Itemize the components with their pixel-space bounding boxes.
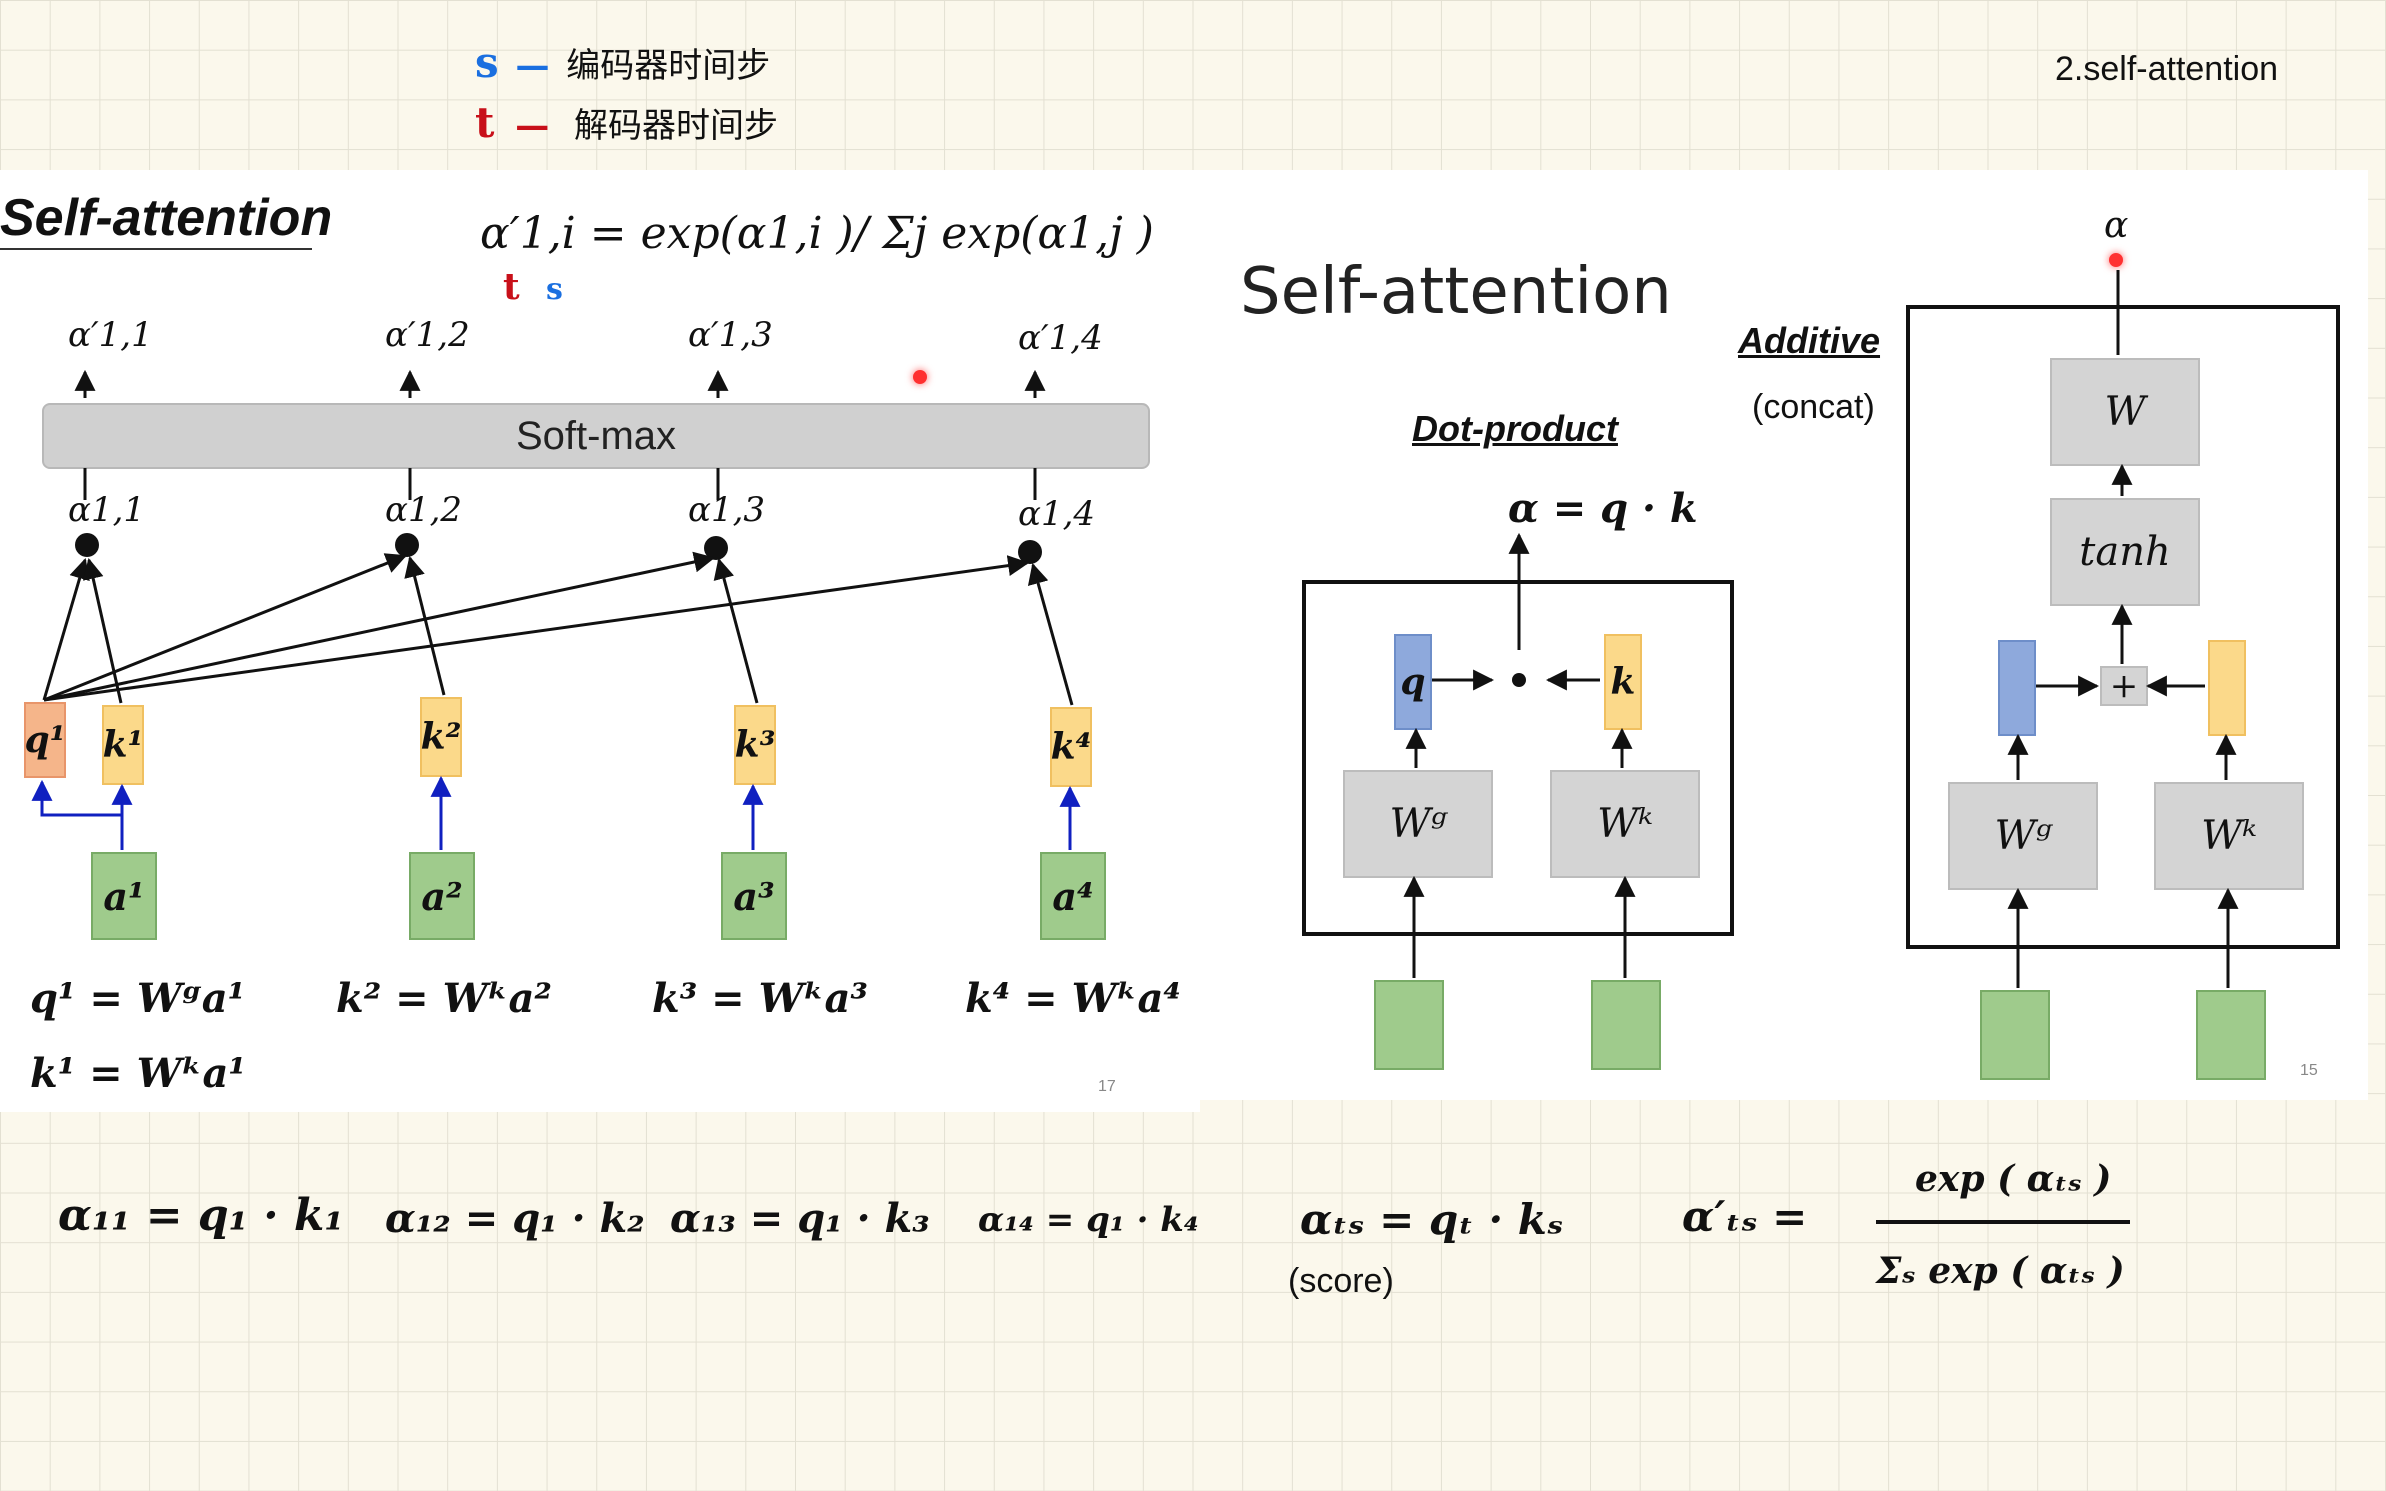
additive-frame: [1906, 305, 2340, 949]
additive-tanh-box: tanh: [2050, 498, 2200, 606]
t-symbol: t: [475, 98, 495, 147]
output-alpha-4: α′1,4: [1018, 318, 1103, 358]
dot-q-box: q: [1394, 634, 1432, 730]
hand-eq-4: α₁₄ = q₁ · k₄: [978, 1200, 1199, 1240]
input-arrows: [31, 775, 1081, 850]
t-dash: —: [515, 106, 550, 146]
formula-t-marker: t: [503, 266, 520, 308]
dot-product-arrows: [1403, 532, 1636, 978]
cursor-dot-2: [2109, 253, 2123, 267]
score-label: (score): [1288, 1262, 1394, 1300]
additive-k-box: [2208, 640, 2246, 736]
score-alpha-2: α1,2: [385, 490, 463, 530]
additive-plus-box: +: [2100, 666, 2148, 706]
section-label: 2.self-attention: [2055, 50, 2279, 88]
a1-box: a¹: [91, 852, 157, 940]
hand-eq-5: αₜₛ = qₜ · kₛ: [1300, 1195, 1564, 1244]
hand-eq-3: α₁₃ = q₁ · k₃: [670, 1195, 930, 1242]
additive-input-1-box: [1980, 990, 2050, 1080]
legend-encoder: s — 编码器时间步: [475, 38, 770, 87]
dot-input-2-box: [1591, 980, 1661, 1070]
dot-formula: α = q · k: [1508, 485, 1698, 532]
dot-input-1-box: [1374, 980, 1444, 1070]
a3-box: a³: [721, 852, 787, 940]
k4-box: k⁴: [1050, 707, 1092, 787]
hand-eq-6-denominator: Σₛ exp ( αₜₛ ): [1876, 1250, 2125, 1292]
legend-decoder: t — 解码器时间步: [475, 98, 778, 147]
dot-product-label: Dot-product: [1412, 408, 1618, 449]
s-dash: —: [515, 46, 550, 86]
k1-box: k¹: [102, 705, 144, 785]
right-slide-title: Self-attention: [1240, 255, 1672, 329]
left-slide-title: Self-attention: [0, 189, 333, 247]
decoder-timestep-text: 解码器时间步: [574, 106, 779, 146]
concat-label: (concat): [1752, 388, 1875, 426]
score-alpha-1: α1,1: [68, 490, 146, 530]
dot-product-node: [1512, 673, 1526, 687]
q1-box: q¹: [24, 702, 66, 778]
hand-eq-6-numerator: exp ( αₜₛ ): [1915, 1158, 2112, 1200]
softmax-bar: Soft-max: [42, 403, 1150, 469]
dot-wk-box: Wᵏ: [1550, 770, 1700, 878]
eq-k2: k² = Wᵏa²: [336, 975, 552, 1022]
hand-eq-2: α₁₂ = q₁ · k₂: [385, 1195, 645, 1242]
left-title-underline: [0, 248, 312, 250]
a4-box: a⁴: [1040, 852, 1106, 940]
dot-wq-box: Wᵍ: [1343, 770, 1493, 878]
additive-label: Additive: [1738, 320, 1881, 361]
output-alpha-2: α′1,2: [385, 315, 470, 355]
additive-input-2-box: [2196, 990, 2266, 1080]
eq-k3: k³ = Wᵏa³: [652, 975, 868, 1022]
score-alpha-4: α1,4: [1018, 494, 1096, 534]
output-alpha-1: α′1,1: [68, 315, 153, 355]
additive-wk-box: Wᵏ: [2154, 782, 2304, 890]
eq-k4: k⁴ = Wᵏa⁴: [965, 975, 1181, 1022]
a2-box: a²: [409, 852, 475, 940]
k3-box: k³: [734, 705, 776, 785]
eq-k1: k¹ = Wᵏa¹: [30, 1050, 246, 1097]
softmax-formula: α′1,i = exp(α1,i )/ Σj exp(α1,j ): [480, 208, 1154, 259]
additive-alpha: α: [2104, 205, 2129, 246]
score-nodes: [75, 533, 1042, 564]
softmax-arrows: [74, 369, 1046, 500]
additive-arrows: [2007, 270, 2239, 988]
additive-w-box: W: [2050, 358, 2200, 466]
score-alpha-3: α1,3: [688, 490, 766, 530]
output-alpha-3: α′1,3: [688, 315, 773, 355]
dot-k-box: k: [1604, 634, 1642, 730]
attention-arrows: [42, 551, 1074, 706]
formula-s-marker: s: [546, 272, 563, 307]
hand-eq-1: α₁₁ = q₁ · k₁: [58, 1190, 344, 1241]
additive-wq-box: Wᵍ: [1948, 782, 2098, 890]
k2-box: k²: [420, 697, 462, 777]
right-page-number: 15: [2300, 1062, 2318, 1079]
hand-eq-6-lhs: α′ₜₛ =: [1682, 1192, 1808, 1241]
left-slide: [0, 170, 1200, 1112]
cursor-dot: [913, 370, 927, 384]
s-symbol: s: [475, 38, 499, 87]
encoder-timestep-text: 编码器时间步: [566, 46, 771, 86]
eq-q1: q¹ = Wᵍa¹: [30, 975, 246, 1022]
left-page-number: 17: [1098, 1078, 1116, 1095]
